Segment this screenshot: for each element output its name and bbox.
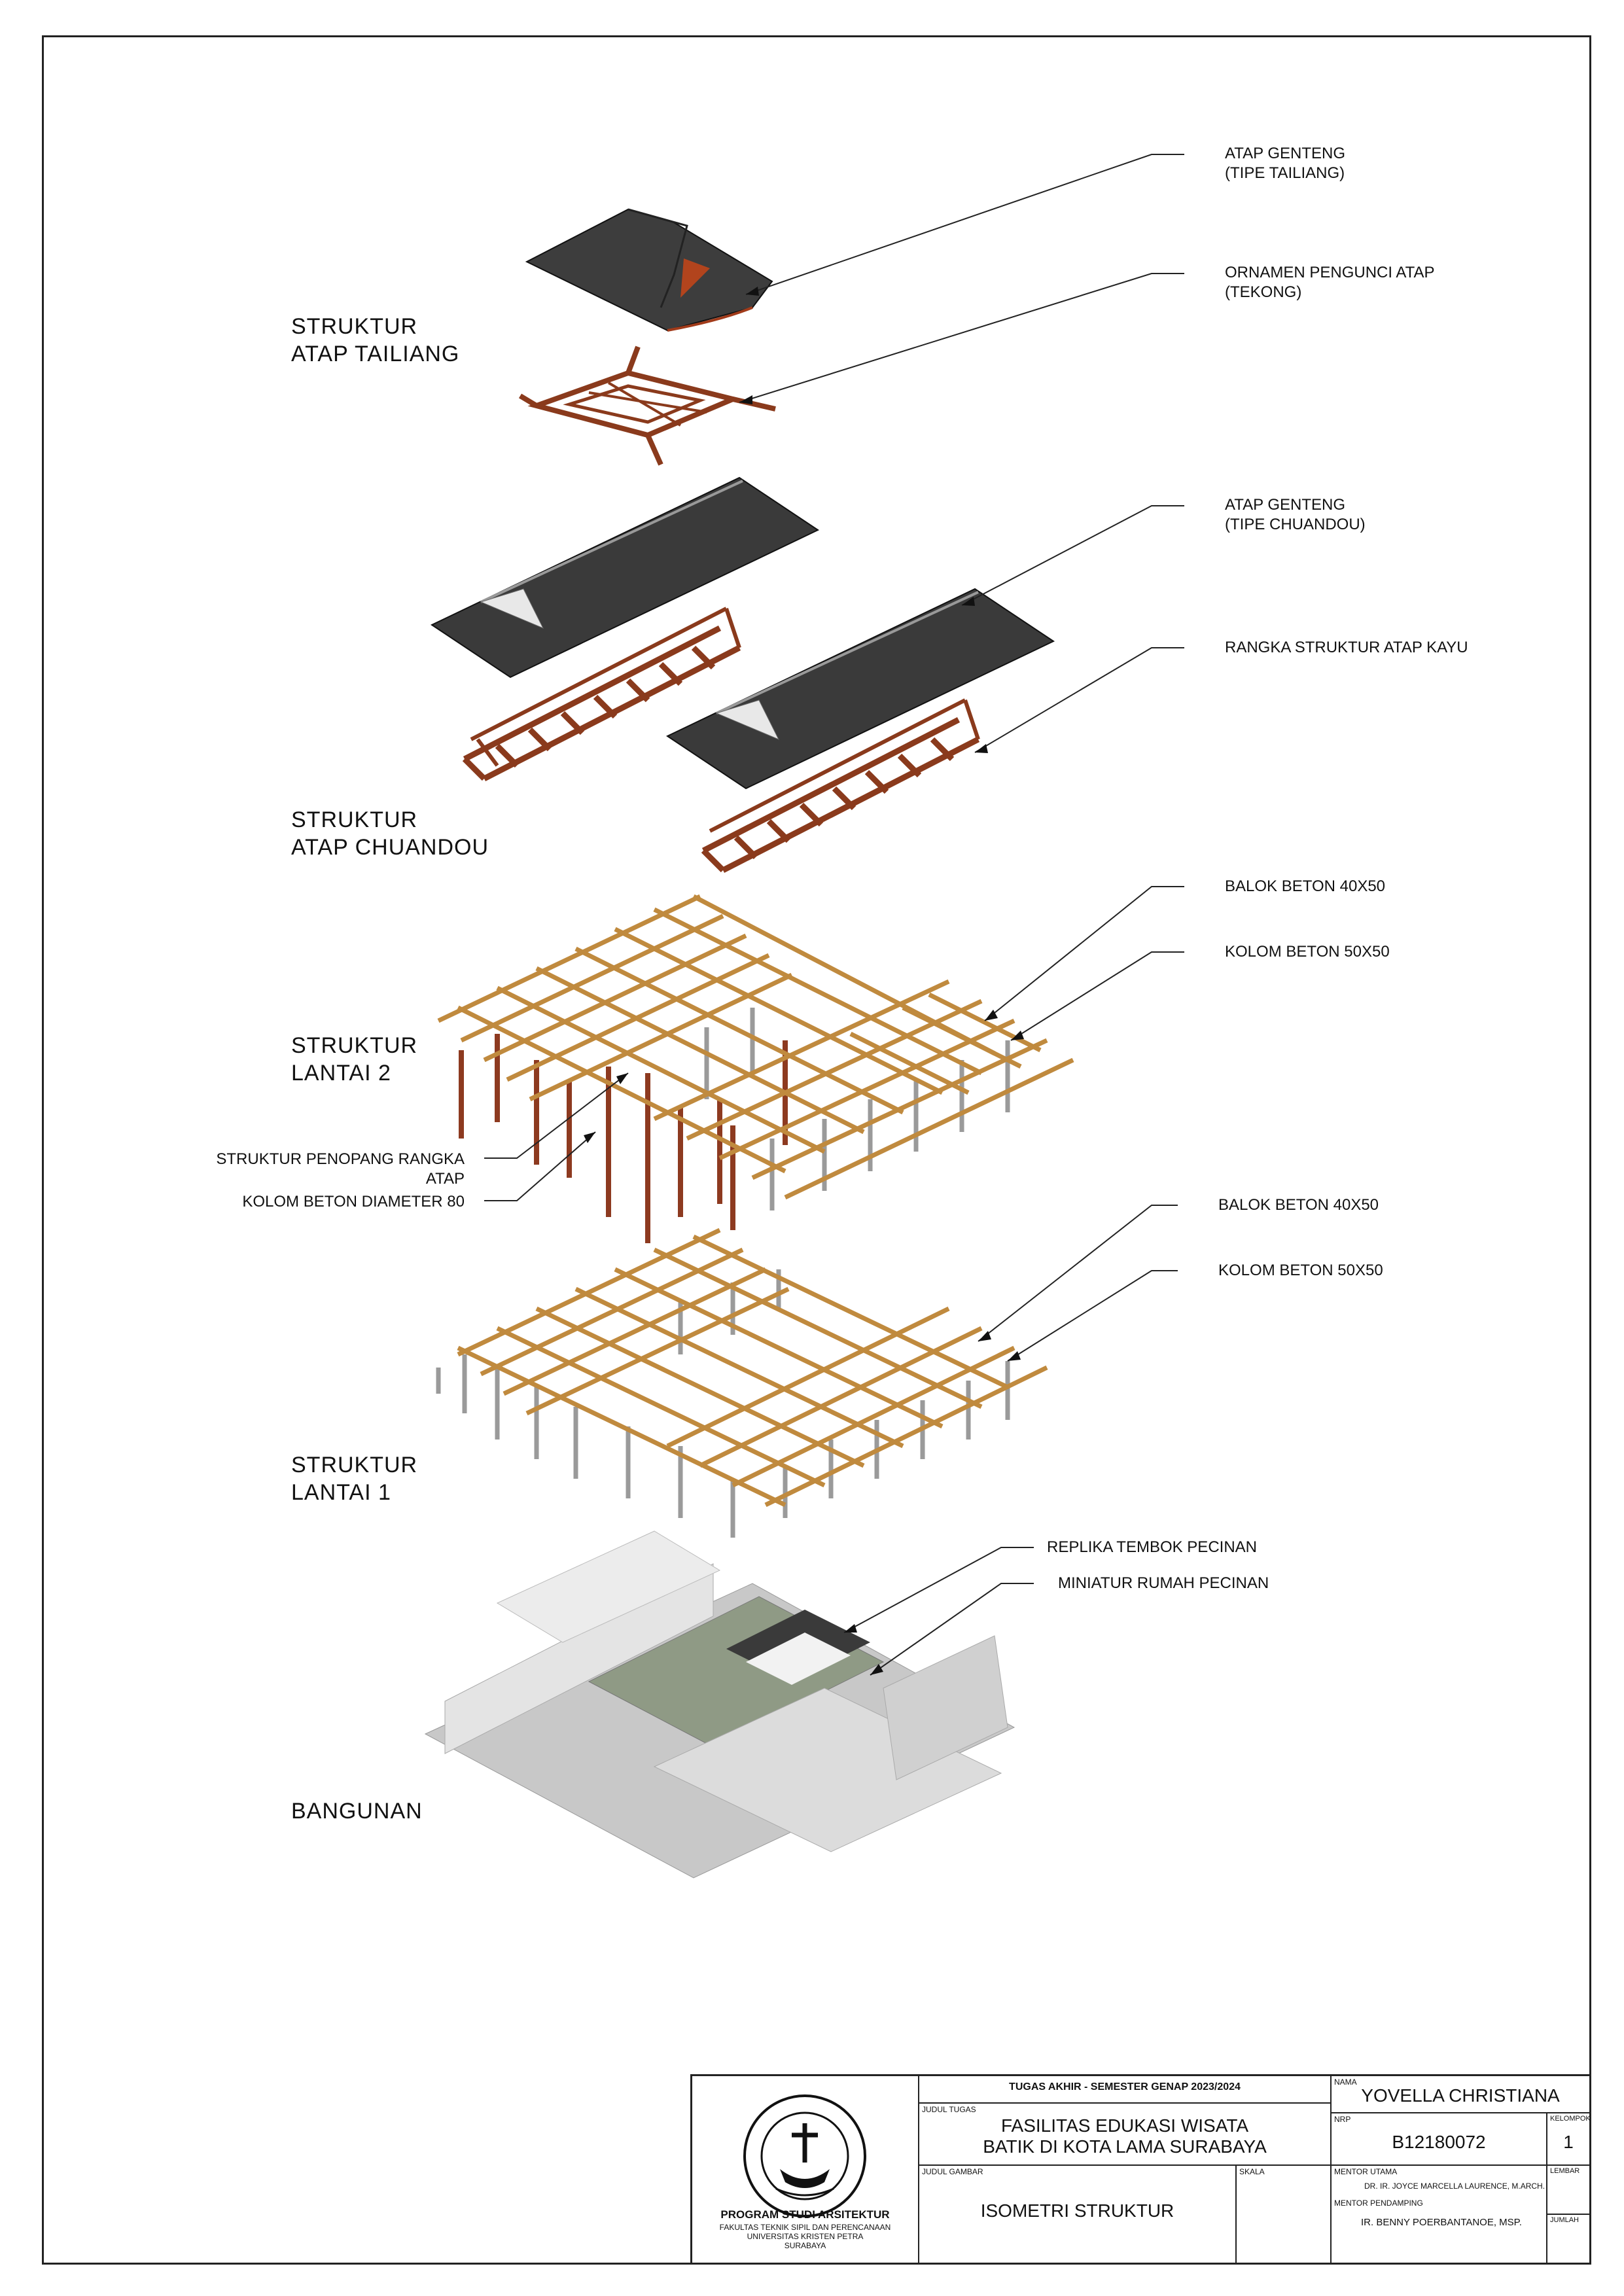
label-ornamen: ORNAMEN PENGUNCI ATAP (TEKONG) [1225, 264, 1435, 301]
mentor-cell: MENTOR UTAMA DR. IR. JOYCE MARCELLA LAUR… [1330, 2164, 1546, 2263]
nrp-caption: NRP [1334, 2115, 1351, 2124]
logo-cell: PROGRAM STUDI ARSITEKTUR FAKULTAS TEKNIK… [692, 2076, 918, 2263]
label-kolom-lantai-2: KOLOM BETON 50X50 [1225, 943, 1390, 961]
kelompok-caption: KELOMPOK [1550, 2115, 1591, 2123]
skala-cell: SKALA [1235, 2164, 1330, 2263]
group-title-atap-tailiang: STRUKTUR ATAP TAILIANG [291, 314, 460, 366]
nrp-value: B12180072 [1392, 2132, 1486, 2152]
judul-gambar: ISOMETRI STRUKTUR [980, 2200, 1174, 2221]
mentor-pendamping-caption: MENTOR PENDAMPING [1334, 2199, 1423, 2208]
skala-caption: SKALA [1239, 2167, 1265, 2176]
university-seal-icon [743, 2094, 866, 2217]
group-title-bangunan: BANGUNAN [291, 1799, 423, 1824]
floor-2-grid [437, 894, 1074, 1243]
label-balok-lantai-2: BALOK BETON 40X50 [1225, 877, 1386, 895]
timber-truss-left [462, 607, 741, 782]
timber-truss-right [701, 698, 980, 874]
judul-gambar-caption: JUDUL GAMBAR [922, 2167, 983, 2176]
tailiang-roof-tiles [525, 208, 773, 332]
chuandou-roof-left [430, 476, 820, 679]
mentor-pendamping: IR. BENNY POERBANTANOE, MSP. [1361, 2217, 1522, 2228]
lembar-caption: LEMBAR [1550, 2167, 1580, 2175]
leader-arrows [584, 287, 1024, 1675]
label-kolom-d80: KOLOM BETON DIAMETER 80 [242, 1193, 465, 1210]
title-block: PROGRAM STUDI ARSITEKTUR FAKULTAS TEKNIK… [690, 2074, 1591, 2265]
header-text: TUGAS AKHIR - SEMESTER GENAP 2023/2024 [1009, 2081, 1241, 2093]
group-title-atap-chuandou: STRUKTUR ATAP CHUANDOU [291, 807, 489, 860]
judul-gambar-cell: JUDUL GAMBAR ISOMETRI STRUKTUR [918, 2164, 1235, 2263]
judul-tugas-cell: JUDUL TUGAS FASILITAS EDUKASI WISATA BAT… [918, 2102, 1330, 2164]
mentor-utama-caption: MENTOR UTAMA [1334, 2167, 1398, 2176]
kelompok-value: 1 [1563, 2132, 1574, 2152]
floor-1-grid [436, 1227, 1048, 1538]
mentor-utama: DR. IR. JOYCE MARCELLA LAURENCE, M.ARCH. [1364, 2181, 1545, 2191]
label-atap-genteng-chuandou: ATAP GENTENG (TIPE CHUANDOU) [1225, 496, 1366, 533]
label-atap-genteng-tailiang: ATAP GENTENG (TIPE TAILIANG) [1225, 145, 1346, 182]
chuandou-roof-right [665, 588, 1055, 790]
nrp-cell: NRP B12180072 [1330, 2112, 1546, 2164]
lembar-cell: LEMBAR [1546, 2164, 1589, 2214]
label-miniatur: MINIATUR RUMAH PECINAN [1058, 1574, 1269, 1592]
jumlah-caption: JUMLAH [1550, 2216, 1580, 2224]
program-name: PROGRAM STUDI ARSITEKTUR [720, 2208, 890, 2221]
building-model [424, 1530, 1015, 1879]
group-title-lantai-1: STRUKTUR LANTAI 1 [291, 1453, 418, 1505]
tekong-ornament-frame [518, 345, 776, 466]
leader-lines [484, 154, 1184, 1676]
nama-cell: NAMA YOVELLA CHRISTIANA [1330, 2076, 1589, 2112]
faculty-name: FAKULTAS TEKNIK SIPIL DAN PERENCANAAN UN… [719, 2223, 891, 2250]
nama-caption: NAMA [1334, 2077, 1357, 2087]
label-kolom-lantai-1: KOLOM BETON 50X50 [1218, 1262, 1383, 1279]
label-rangka-kayu: RANGKA STRUKTUR ATAP KAYU [1225, 639, 1468, 656]
judul-tugas-caption: JUDUL TUGAS [922, 2105, 976, 2114]
label-balok-lantai-1: BALOK BETON 40X50 [1218, 1196, 1379, 1214]
kelompok-cell: KELOMPOK 1 [1546, 2112, 1591, 2164]
nama-value: YOVELLA CHRISTIANA [1361, 2085, 1560, 2106]
label-replika: REPLIKA TEMBOK PECINAN [1047, 1538, 1257, 1556]
label-penopang: STRUKTUR PENOPANG RANGKA ATAP [216, 1150, 465, 1188]
header-cell: TUGAS AKHIR - SEMESTER GENAP 2023/2024 [918, 2076, 1330, 2102]
jumlah-cell: JUMLAH [1546, 2214, 1589, 2263]
judul-tugas: FASILITAS EDUKASI WISATA BATIK DI KOTA L… [983, 2115, 1267, 2157]
group-title-lantai-2: STRUKTUR LANTAI 2 [291, 1033, 418, 1086]
